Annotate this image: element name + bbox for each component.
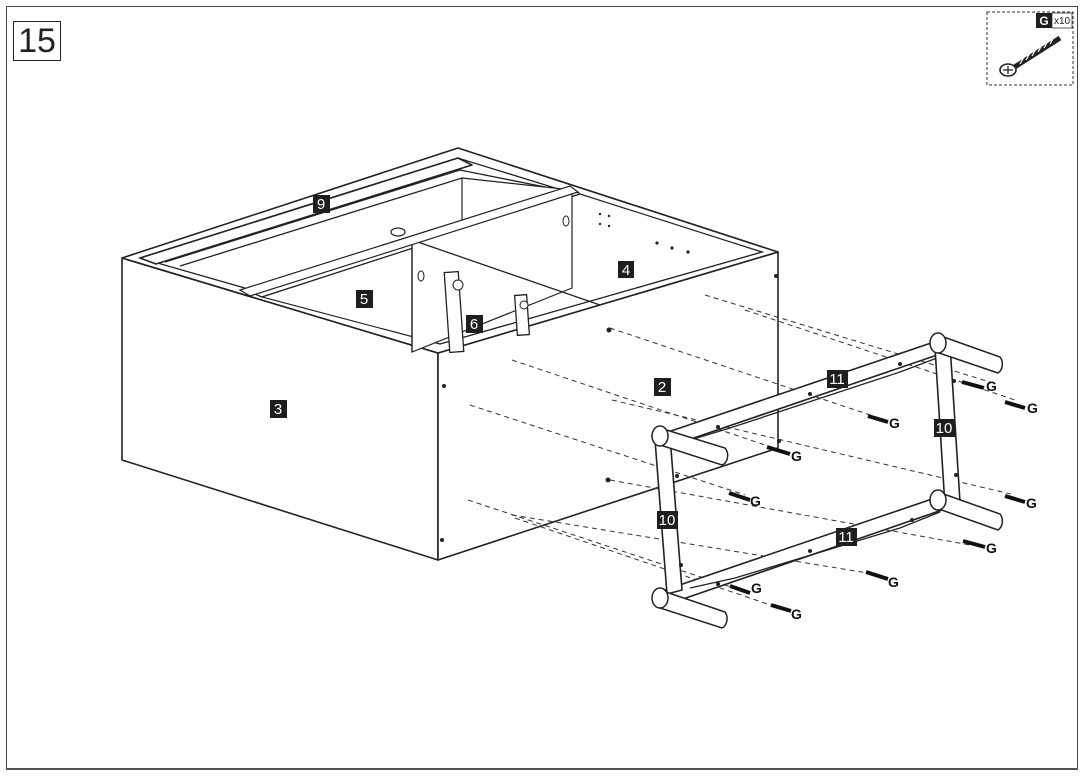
hardware-quantity: x10 — [1054, 16, 1071, 27]
part-label-10-right: 10 — [936, 420, 953, 437]
screw-label: G — [751, 580, 762, 596]
hardware-legend: G x10 — [986, 11, 1074, 86]
rail-9 — [139, 157, 473, 265]
part-label-11-bottom: 11 — [838, 529, 854, 546]
leg-frame — [651, 332, 1004, 629]
part-label-5: 5 — [360, 291, 368, 308]
screw-label: G — [889, 415, 900, 431]
hinge-left — [443, 270, 465, 354]
cabinet — [121, 147, 781, 561]
part-label-4: 4 — [622, 262, 630, 279]
screw-label: G — [791, 606, 802, 622]
screw-label: G — [986, 540, 997, 556]
bottom-divider — [6, 768, 1078, 770]
screw-label: G — [1026, 495, 1037, 511]
screw-label: G — [986, 378, 997, 394]
part-label-3: 3 — [274, 401, 282, 418]
screw-label: G — [750, 493, 761, 509]
screw-icon — [999, 35, 1062, 77]
part-label-2: 2 — [658, 379, 666, 396]
part-label-9: 9 — [317, 196, 325, 213]
screw-label: G — [791, 448, 802, 464]
part-labels: 9 4 5 6 2 3 11 10 10 11 — [270, 195, 955, 546]
hinge-right — [513, 293, 531, 337]
step-number: 15 — [13, 21, 61, 61]
hardware-letter-box — [1036, 13, 1052, 28]
screws: G G G G G G G G G G — [728, 378, 1038, 622]
part-label-11-top: 11 — [829, 371, 845, 388]
screw-label: G — [1027, 400, 1038, 416]
hardware-letter: G — [1039, 14, 1048, 28]
part-label-10-left: 10 — [659, 512, 676, 529]
part-label-6: 6 — [470, 316, 478, 333]
screw-label: G — [888, 574, 899, 590]
